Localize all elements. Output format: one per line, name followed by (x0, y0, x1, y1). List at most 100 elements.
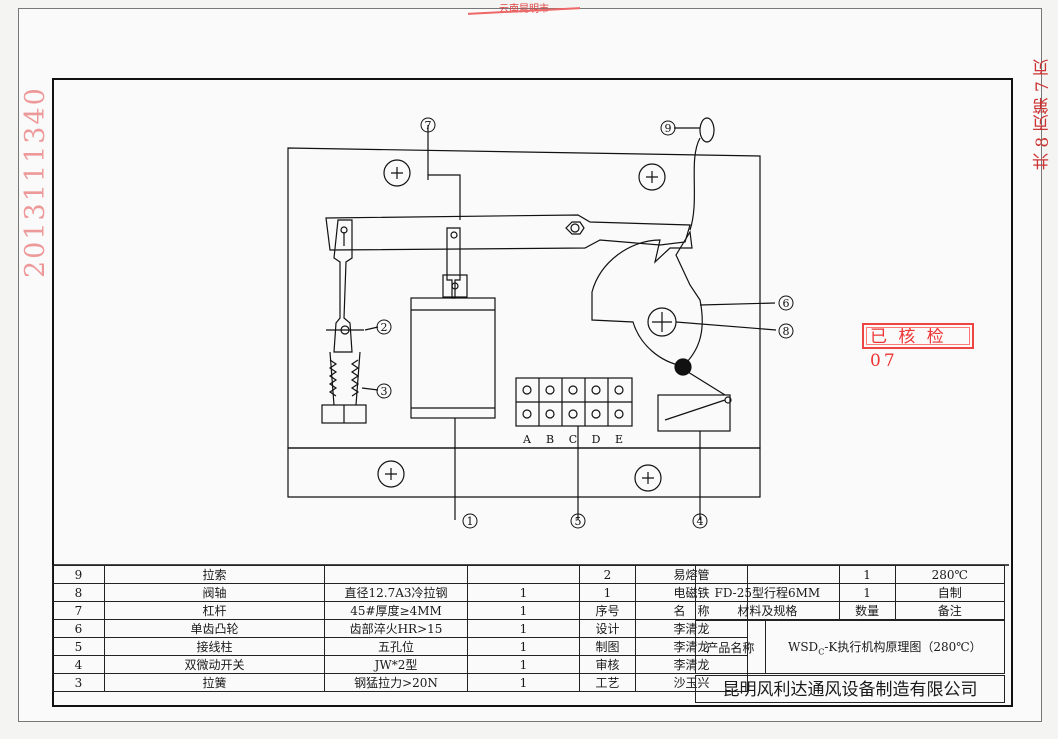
table-cell: 1 (467, 655, 580, 674)
left-linkage (321, 219, 367, 424)
terminal-block (515, 377, 633, 520)
table-cell: 1 (467, 601, 580, 620)
table-cell: 五孔位 (324, 637, 468, 656)
table-cell: 280℃ (894, 565, 1005, 584)
table-row: 产品名称 WSDC-K执行机构原理图（280℃） (695, 620, 1006, 674)
callout-2: 2 (376, 319, 392, 335)
product-name-table: 产品名称 WSDC-K执行机构原理图（280℃） (695, 620, 1006, 674)
table-cell: 沙玉兴 (635, 673, 748, 692)
svg-text:9: 9 (665, 122, 672, 135)
table-cell: 钢猛拉力>20N (324, 673, 468, 692)
table-cell: 材料及规格 (695, 601, 840, 620)
svg-text:7: 7 (425, 119, 432, 132)
table-cell: 齿部淬火HR>15 (324, 619, 468, 638)
table-cell: 6 (52, 619, 105, 638)
table-cell: 1 (838, 565, 896, 584)
table-cell: 拉索 (104, 565, 325, 584)
callout-6: 6 (778, 295, 794, 311)
company-name: 昆明风利达通风设备制造有限公司 (695, 675, 1005, 703)
table-cell: 备注 (894, 601, 1005, 620)
svg-text:1: 1 (467, 515, 474, 528)
svg-text:6: 6 (783, 297, 790, 310)
table-cell: 1 (579, 583, 636, 602)
table-cell: 自制 (894, 583, 1005, 602)
table-cell: 2 (579, 565, 636, 584)
callout-8: 8 (778, 323, 794, 339)
table-cell (695, 565, 840, 584)
table-cell: 阀轴 (104, 583, 325, 602)
callout-3: 3 (376, 383, 392, 399)
table-cell: 1 (467, 583, 580, 602)
terminal-label-b: B (546, 433, 554, 446)
lever (325, 214, 691, 251)
table-cell (467, 565, 580, 584)
table-cell: 制图 (579, 637, 636, 656)
table-cell: 7 (52, 601, 105, 620)
table-cell: 9 (52, 565, 105, 584)
table-cell: 1 (467, 673, 580, 692)
drawing-frame (52, 78, 1013, 707)
micro-switch (657, 371, 732, 520)
table-cell: 数量 (838, 601, 896, 620)
table-cell: 单齿凸轮 (104, 619, 325, 638)
table-cell: 杠杆 (104, 601, 325, 620)
svg-text:8: 8 (783, 325, 790, 338)
table-cell: 1 (467, 619, 580, 638)
terminal-label-e: E (615, 433, 623, 446)
table-cell: 4 (52, 655, 105, 674)
table-cell: 接线柱 (104, 637, 325, 656)
table-cell: 工艺 (579, 673, 636, 692)
callout-7: 7 (420, 117, 436, 133)
svg-text:3: 3 (381, 385, 388, 398)
callout-9: 9 (660, 120, 676, 136)
solenoid (410, 227, 496, 520)
table-cell: 8 (52, 583, 105, 602)
svg-text:4: 4 (697, 515, 704, 528)
pull-cable (674, 117, 715, 231)
table-cell: 5 (52, 637, 105, 656)
table-cell: 设计 (579, 619, 636, 638)
terminal-label-c: C (569, 433, 577, 446)
table-cell: 1 (838, 583, 896, 602)
product-name: WSDC-K执行机构原理图（280℃） (764, 620, 1006, 674)
svg-text:2: 2 (381, 321, 388, 334)
cam (591, 230, 777, 367)
lever-bolt (565, 221, 585, 235)
table-cell: 1 (467, 637, 580, 656)
callout-4: 4 (692, 513, 708, 529)
table-cell: JW*2型 (324, 655, 468, 674)
table-cell: 双微动开关 (104, 655, 325, 674)
table-cell: 序号 (579, 601, 636, 620)
callout-1: 1 (462, 513, 478, 529)
table-cell: 3 (52, 673, 105, 692)
terminal-label-d: D (592, 433, 601, 446)
lower-plate (287, 447, 761, 498)
inspection-stamp: 已 核 检 07 (862, 323, 974, 371)
table-cell: 审核 (579, 655, 636, 674)
table-cell: 拉簧 (104, 673, 325, 692)
table-cell: FD-25型行程6MM (695, 583, 840, 602)
fusible-link-ball (674, 358, 692, 376)
table-cell: 45#厚度≥4MM (324, 601, 468, 620)
base-plate (287, 147, 761, 449)
top-stamp: 云南昆明市 (470, 2, 578, 18)
table-row: 材料及规格数量备注 (695, 601, 1005, 620)
table-cell: 直径12.7A3冷拉钢 (324, 583, 468, 602)
table-cell (324, 565, 468, 584)
terminal-label-a: A (522, 433, 532, 446)
mounting-holes (377, 159, 666, 492)
product-label: 产品名称 (695, 620, 766, 674)
svg-text:5: 5 (575, 515, 582, 528)
callout-5: 5 (570, 513, 586, 529)
